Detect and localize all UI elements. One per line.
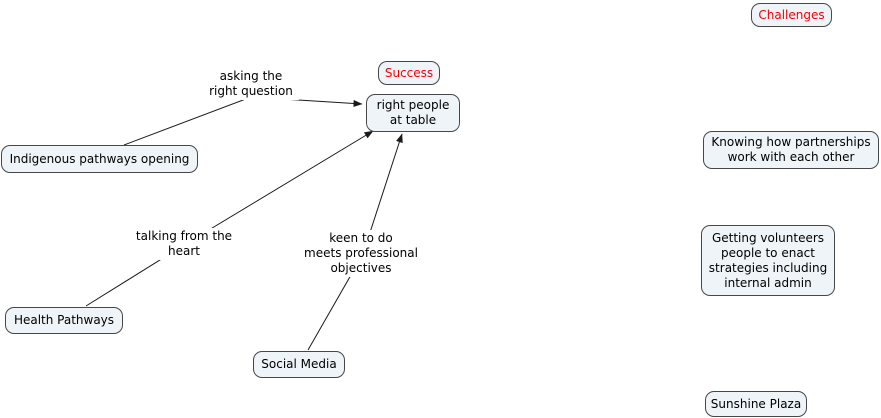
node-knowing-how-partnerships-work[interactable]: Knowing how partnerships work with each …: [703, 131, 879, 169]
edge-label-keen-to-do-meets-professional-objectives[interactable]: keen to do meets professional objectives: [303, 230, 419, 277]
node-success[interactable]: Success: [378, 61, 440, 85]
connector-indigenous-to-right-people[interactable]: [123, 96, 363, 146]
edge-label-talking-from-the-heart[interactable]: talking from the heart: [135, 228, 233, 260]
node-social-media[interactable]: Social Media: [253, 351, 345, 378]
node-challenges[interactable]: Challenges: [751, 3, 832, 27]
node-sunshine-plaza[interactable]: Sunshine Plaza: [705, 391, 807, 417]
node-right-people-at-table[interactable]: right people at table: [366, 94, 460, 132]
node-health-pathways[interactable]: Health Pathways: [5, 307, 123, 334]
node-getting-volunteers[interactable]: Getting volunteers people to enact strat…: [701, 225, 835, 296]
edge-label-asking-the-right-question[interactable]: asking the right question: [203, 68, 299, 100]
node-indigenous-pathways-opening[interactable]: Indigenous pathways opening: [1, 145, 198, 173]
